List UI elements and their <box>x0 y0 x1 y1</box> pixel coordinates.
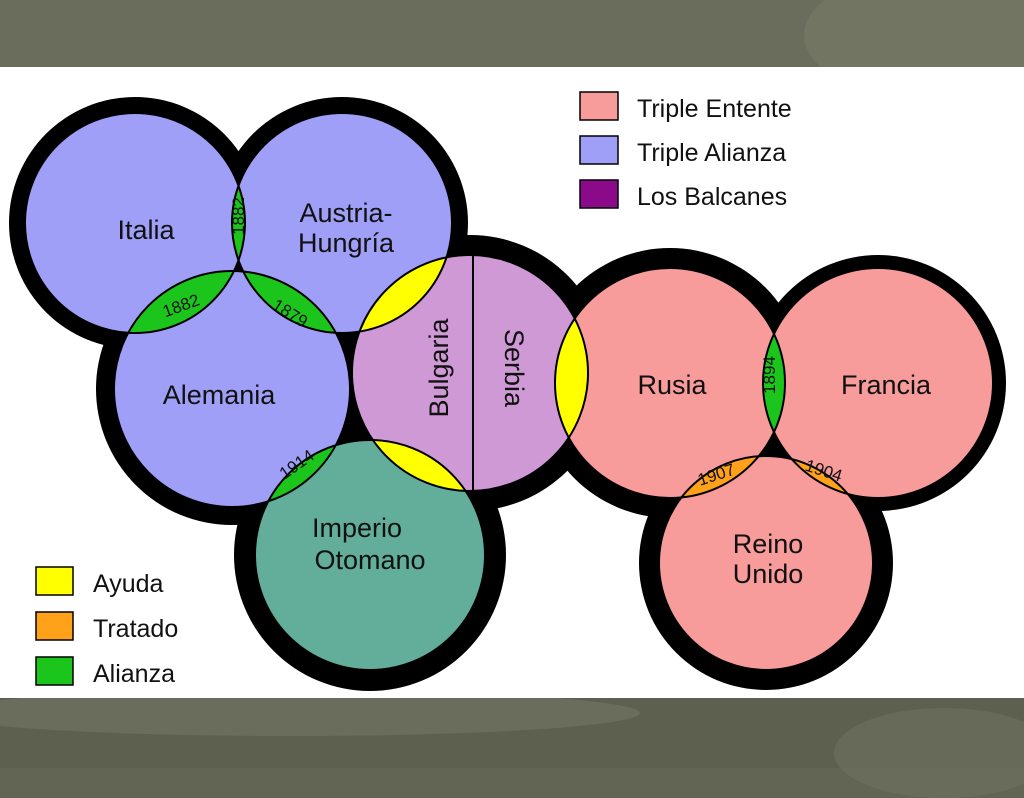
legend-top-swatch-0 <box>579 91 619 121</box>
legend-bottom-swatch-2 <box>35 656 74 686</box>
circle-outlines <box>24 112 994 671</box>
circle-balcanes <box>352 255 588 491</box>
legend-top-label-0: Triple Entente <box>637 95 792 123</box>
slide-bottom-band <box>0 690 1024 798</box>
legend-top-swatch-2 <box>579 179 619 209</box>
legend-bottom-label-2: Alianza <box>93 660 175 688</box>
circle-austria-hungria <box>232 113 452 333</box>
label-alemania: Alemania <box>163 380 277 410</box>
label-italia: Italia <box>117 215 175 245</box>
legend-top-swatch-1 <box>579 135 619 165</box>
circle-rusia <box>555 268 785 498</box>
legend-bottom-swatch-1 <box>35 611 74 641</box>
slide-top-band <box>0 0 1024 100</box>
label-serbia: Serbia <box>499 329 529 408</box>
year-rusia-francia: 1894 <box>760 356 779 394</box>
label-austria-hungria-line2: Hungría <box>298 228 395 258</box>
label-imperio-otomano-line2: Otomano <box>314 545 425 575</box>
legend-bottom-swatch-0 <box>35 566 74 596</box>
legend-bottom-label-0: Ayuda <box>93 570 164 598</box>
alliances-venn-diagram: Italia Austria- Hungría Alemania Bulgari… <box>9 91 1006 691</box>
circle-reino-unido <box>659 456 873 670</box>
legend-top-label-1: Triple Alianza <box>637 139 786 167</box>
decorative-swoosh <box>834 708 1024 798</box>
label-imperio-otomano-line1: Imperio <box>312 513 402 543</box>
circle-imperio-otomano <box>255 440 485 670</box>
circle-francia <box>763 268 993 498</box>
label-reino-unido-line1: Reino <box>733 529 804 559</box>
year-italia-austria: 1882 <box>229 197 248 235</box>
diagram-canvas: Italia Austria- Hungría Alemania Bulgari… <box>0 67 1024 698</box>
label-bulgaria: Bulgaria <box>424 317 454 417</box>
label-francia: Francia <box>841 370 932 400</box>
label-austria-hungria-line1: Austria- <box>299 198 392 228</box>
legend-top-label-2: Los Balcanes <box>637 183 787 211</box>
legend-bottom-label-1: Tratado <box>93 615 178 643</box>
label-rusia: Rusia <box>637 370 707 400</box>
label-reino-unido-line2: Unido <box>733 559 804 589</box>
circle-alemania <box>114 271 350 507</box>
